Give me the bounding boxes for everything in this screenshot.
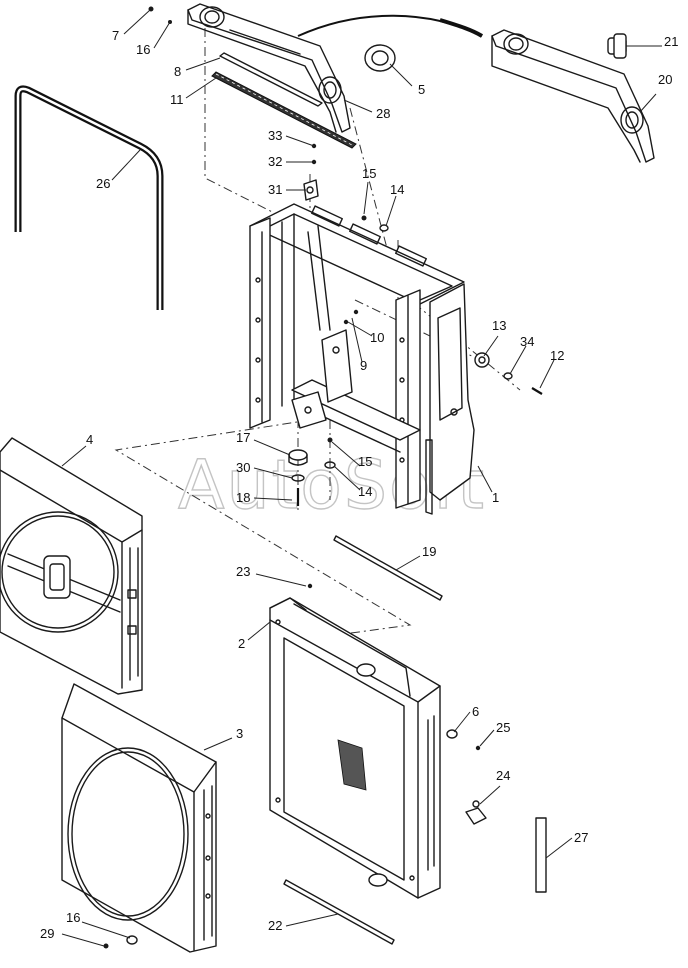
part-31-clip (303, 179, 319, 201)
callout-16-top: 16 (136, 42, 150, 57)
part-23-screw (307, 583, 313, 589)
callout-29: 29 (40, 926, 54, 941)
callout-15-top: 15 (362, 166, 376, 181)
part-14-washer (379, 224, 389, 232)
part-19-seal-strip (333, 535, 443, 601)
part-29-screw (103, 943, 109, 949)
part-9-nut (353, 309, 359, 315)
callout-12: 12 (550, 348, 564, 363)
callout-21: 21 (664, 34, 678, 49)
part-34-washer (503, 372, 513, 380)
callout-34: 34 (520, 334, 534, 349)
callout-18: 18 (236, 490, 250, 505)
callout-5: 5 (418, 82, 425, 97)
part-28-top-bracket-left (187, 3, 351, 133)
part-6-washer (446, 729, 458, 739)
part-26-u-seal (14, 85, 164, 310)
callout-20: 20 (658, 72, 672, 87)
part-22-seal-strip (283, 879, 395, 945)
part-10-bolt (343, 319, 349, 325)
part-24-drain-valve (465, 800, 487, 825)
callout-25: 25 (496, 720, 510, 735)
callout-9: 9 (360, 358, 367, 373)
callout-13: 13 (492, 318, 506, 333)
callout-2: 2 (238, 636, 245, 651)
part-27-vertical-seal (535, 817, 547, 893)
callout-24: 24 (496, 768, 510, 783)
callout-8: 8 (174, 64, 181, 79)
part-25-bolt (475, 745, 481, 751)
callout-27: 27 (574, 830, 588, 845)
callout-4: 4 (86, 432, 93, 447)
callout-31: 31 (268, 182, 282, 197)
part-15-nut-lower (327, 437, 333, 443)
part-3-fan-guard (61, 683, 217, 953)
part-1-radiator-frame (249, 203, 475, 515)
callout-17: 17 (236, 430, 250, 445)
callout-3: 3 (236, 726, 243, 741)
callout-30: 30 (236, 460, 250, 475)
callout-16-lower: 16 (66, 910, 80, 925)
callout-10: 10 (370, 330, 384, 345)
callout-33: 33 (268, 128, 282, 143)
part-5-grommet (364, 44, 396, 72)
part-32-washer (311, 159, 317, 165)
part-17-isolator (288, 449, 308, 466)
part-12-bolt (531, 387, 543, 395)
callout-22: 22 (268, 918, 282, 933)
part-16-washer (126, 935, 138, 945)
part-2-radiator (269, 597, 441, 899)
callout-6: 6 (472, 704, 479, 719)
callout-1: 1 (492, 490, 499, 505)
callout-19: 19 (422, 544, 436, 559)
part-7-screw (148, 6, 172, 24)
part-14-washer-lower (324, 461, 336, 469)
leader-lines (61, 9, 662, 947)
part-8-seal-strip (219, 52, 323, 107)
callout-32: 32 (268, 154, 282, 169)
callout-14-top: 14 (390, 182, 404, 197)
callout-7: 7 (112, 28, 119, 43)
part-20-top-bracket-right (491, 29, 655, 163)
callout-14-lower: 14 (358, 484, 372, 499)
part-11-seal-strip (211, 71, 357, 149)
part-21-fitting (607, 33, 627, 59)
callout-23: 23 (236, 564, 250, 579)
callout-11: 11 (170, 92, 184, 107)
callout-15-lower: 15 (358, 454, 372, 469)
callout-26: 26 (96, 176, 110, 191)
callout-28: 28 (376, 106, 390, 121)
callout-labels: 7 16 8 11 28 5 21 20 26 33 32 31 15 14 1… (40, 28, 678, 941)
part-13-bushing (474, 352, 490, 368)
part-15-nut (361, 215, 367, 221)
part-4-fan-shroud (0, 437, 143, 695)
